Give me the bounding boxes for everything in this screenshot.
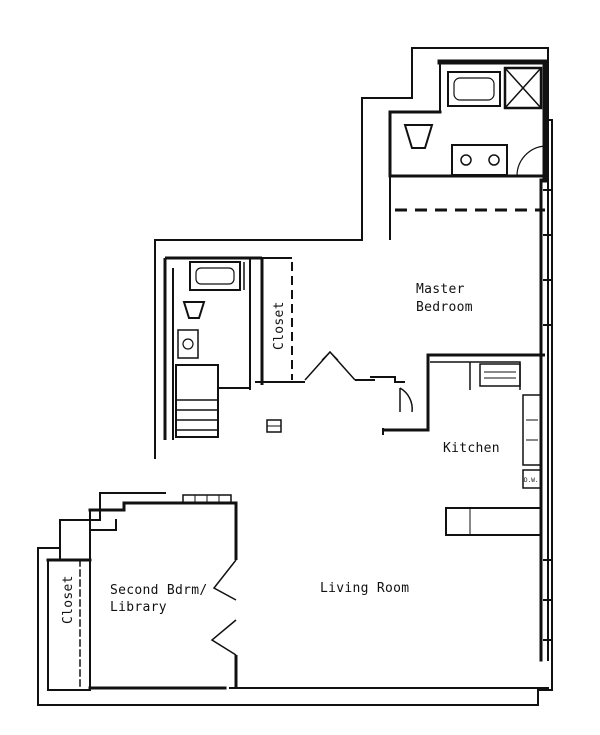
bifold-door bbox=[210, 619, 237, 656]
sink-icon bbox=[460, 154, 472, 166]
second-closet-label: Closet bbox=[61, 575, 76, 624]
kitchen-label: Kitchen bbox=[443, 441, 500, 456]
master-closet bbox=[255, 257, 300, 385]
toilet bbox=[403, 124, 434, 149]
dishwasher-label: D.W. bbox=[524, 477, 538, 484]
second-bath bbox=[163, 256, 262, 440]
second-bedroom-label-line2: Library bbox=[110, 600, 167, 615]
master-closet-label: Closet bbox=[272, 301, 287, 350]
bath-door-swing bbox=[516, 145, 546, 177]
sink-icon bbox=[182, 338, 194, 350]
second-bedroom-label: Second Bdrm/ bbox=[110, 583, 208, 598]
sink-icon bbox=[488, 154, 500, 166]
master-bath bbox=[403, 66, 546, 178]
dishwasher bbox=[522, 469, 542, 489]
toilet bbox=[182, 301, 206, 319]
vanity bbox=[177, 329, 199, 359]
kitchen-counter bbox=[522, 394, 542, 466]
kitchen-island bbox=[445, 507, 542, 536]
bifold-door bbox=[212, 559, 237, 601]
door-swing bbox=[399, 387, 413, 413]
master-bedroom-label: Master bbox=[416, 282, 465, 297]
bathtub bbox=[189, 261, 241, 291]
living-room-label: Living Room bbox=[320, 581, 409, 596]
window-marks bbox=[543, 189, 551, 641]
range bbox=[479, 363, 521, 387]
second-bedroom-doors bbox=[182, 494, 238, 688]
bathtub bbox=[447, 71, 501, 107]
master-bedroom-label-line2: Bedroom bbox=[416, 300, 473, 315]
master-bedroom-upper-boundary bbox=[389, 176, 545, 240]
shower-stall bbox=[503, 66, 543, 110]
bedroom-living-wall bbox=[300, 350, 545, 435]
kitchen-fixtures bbox=[445, 363, 542, 536]
outer-walls bbox=[37, 47, 553, 706]
